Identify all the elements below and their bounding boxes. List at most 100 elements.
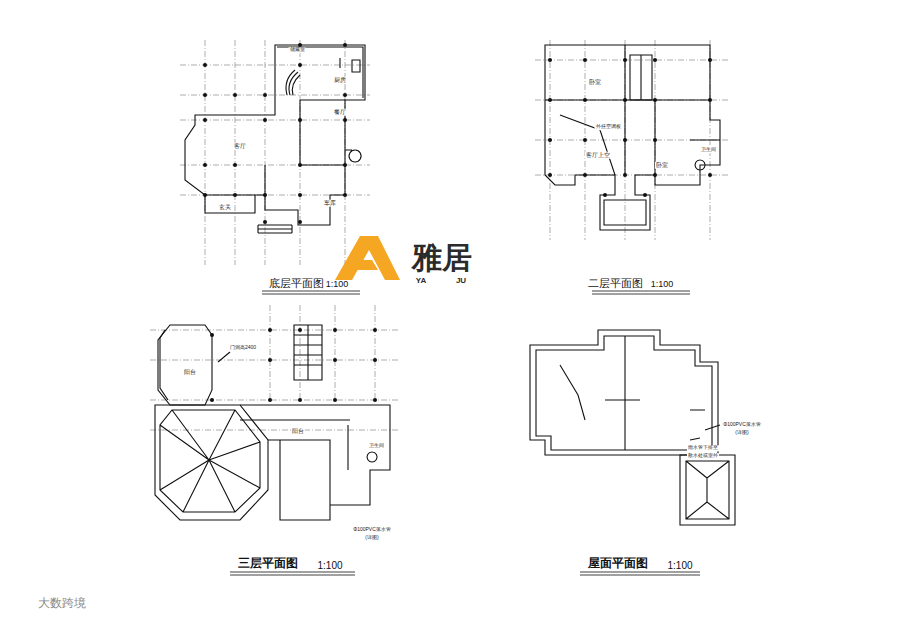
column-dot (643, 193, 647, 197)
column-dot (343, 118, 347, 122)
column-dot (343, 163, 347, 167)
wall-outline (155, 45, 735, 525)
column-dot (203, 93, 207, 97)
plan-label: 1:100 (325, 280, 350, 290)
column-dot (298, 118, 302, 122)
column-dot (298, 163, 302, 167)
wall-outline (286, 70, 300, 95)
axis-grid (535, 175, 730, 176)
column-dot (210, 333, 214, 337)
plan-label: 1:100 (666, 560, 693, 571)
logo-mark (335, 236, 400, 280)
axis-grid (535, 60, 730, 61)
column-dot (343, 193, 347, 197)
column-dot (603, 193, 607, 197)
column-dot (653, 58, 657, 62)
plan-label: 散水处或室外 (687, 453, 719, 459)
column-dot (333, 358, 337, 362)
column-dot (203, 193, 207, 197)
plan-label: 卫生间 (700, 147, 717, 153)
wall-outline (160, 330, 168, 400)
wall-outline (160, 410, 260, 512)
column-dot (233, 93, 237, 97)
column-dot (203, 118, 207, 122)
plan-label: 外挂空调板 (595, 124, 622, 130)
wall-outline (277, 47, 363, 98)
column-dot (708, 98, 712, 102)
axis-grid (205, 40, 206, 265)
column-dot (268, 358, 272, 362)
axis-grid (150, 360, 400, 361)
wall-outline (690, 425, 720, 440)
column-dot (343, 43, 347, 47)
plan-label: 1:100 (650, 280, 675, 290)
wall-outline (240, 405, 390, 520)
plan-label: Φ100PVC落水管 (352, 527, 392, 533)
column-dot (263, 118, 267, 122)
column-dot (263, 193, 267, 197)
wall-outline (545, 45, 720, 175)
plan-label: 卫生间 (368, 443, 385, 449)
axis-grid (150, 400, 400, 401)
column-dot (653, 98, 657, 102)
wall-outline (530, 330, 718, 455)
wall-outline (560, 115, 646, 225)
plan-label: 门洞高2400 (229, 345, 257, 351)
column-dot (203, 163, 207, 167)
logo-subtext: YA (415, 277, 427, 286)
column-dot (268, 398, 272, 402)
column-dot (343, 93, 347, 97)
wall-outline (536, 336, 712, 450)
column-dot (268, 328, 272, 332)
wall-outline (294, 325, 322, 380)
axis-grid (270, 305, 271, 400)
column-dot (373, 398, 377, 402)
axis-grid (375, 305, 376, 400)
wall-outline (218, 352, 230, 362)
wall-outline (185, 45, 365, 225)
column-dot (583, 173, 587, 177)
logo-text: 雅居 (411, 241, 473, 274)
plan-label: 二层平面图 (587, 277, 644, 289)
wall-outline (158, 325, 212, 405)
column-dot (373, 328, 377, 332)
plan-label: 厨房 (333, 77, 347, 84)
column-dot (233, 163, 237, 167)
column-dot (548, 98, 552, 102)
column-dot (373, 358, 377, 362)
axis-grid (235, 40, 236, 265)
plan-label: 雨水管下排至 (687, 445, 719, 451)
plan-label: (详图) (734, 430, 749, 436)
column-dot (653, 173, 657, 177)
plan-label: 1:100 (316, 560, 343, 571)
plan-label: 屋面平面图 (587, 557, 649, 570)
plan-label: 卧室 (588, 79, 602, 86)
column-dot (583, 98, 587, 102)
title-underline (580, 572, 700, 575)
title-underline (230, 291, 700, 575)
plan-label: 车库 (323, 200, 337, 207)
plan-label: 餐厅 (333, 109, 347, 116)
wall-outline (545, 45, 720, 230)
axis-grid (300, 305, 301, 400)
plan-label: (详图) (364, 535, 379, 541)
column-dot (333, 398, 337, 402)
wall-outline (630, 55, 652, 100)
plan-label: 玄关 (218, 204, 232, 211)
wall-outline (340, 58, 360, 72)
logo-subtext: JU (455, 277, 467, 286)
plan-label: 客厅 (233, 143, 247, 150)
column-dot (623, 98, 627, 102)
wall-outline (155, 405, 268, 520)
axis-grid (335, 305, 336, 400)
column-dot (210, 398, 214, 402)
column-dot (583, 58, 587, 62)
axis-grid (150, 40, 730, 430)
wall-outline (560, 336, 705, 450)
plan-label: 卧室 (655, 162, 669, 169)
plan-label: 三层平面图 (237, 557, 299, 570)
column-dot (623, 58, 627, 62)
wall-outline (680, 455, 735, 525)
column-dot (708, 58, 712, 62)
